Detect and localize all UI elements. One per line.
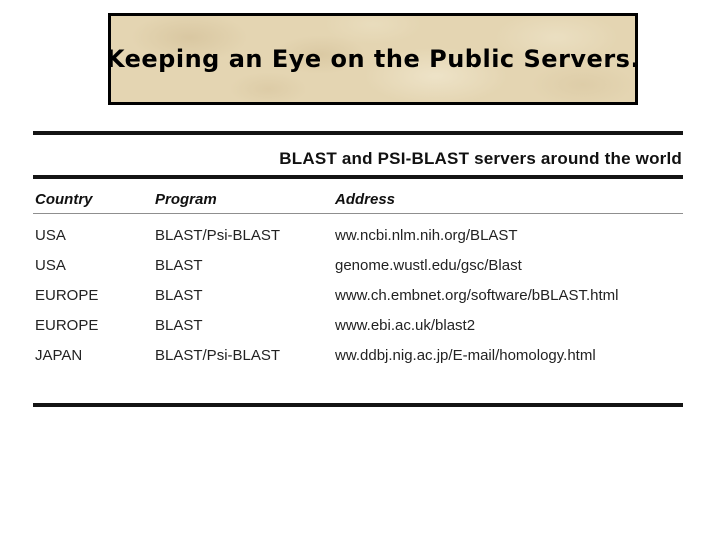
cell-address: www.ebi.ac.uk/blast2 (335, 317, 476, 334)
cell-country: EUROPE (35, 317, 99, 334)
title-box: Keeping an Eye on the Public Servers. (105, 13, 641, 105)
column-header-program: Program (155, 191, 217, 208)
slide-title: Keeping an Eye on the Public Servers. (105, 45, 641, 73)
cell-country: USA (35, 257, 66, 274)
cell-address: www.ch.embnet.org/software/bBLAST.html (335, 287, 619, 304)
table-rule-under-caption (33, 175, 683, 179)
cell-program: BLAST (155, 257, 203, 274)
cell-address: genome.wustl.edu/gsc/Blast (335, 257, 522, 274)
table-rule-top (33, 131, 683, 135)
cell-program: BLAST/Psi-BLAST (155, 347, 281, 364)
cell-address: ww.ddbj.nig.ac.jp/E-mail/homology.html (335, 347, 596, 364)
cell-country: USA (35, 227, 66, 244)
servers-table: BLAST and PSI-BLAST servers around the w… (33, 131, 683, 407)
table-row: USA BLAST/Psi-BLAST ww.ncbi.nlm.nih.org/… (33, 228, 683, 244)
table-header-row: Country Program Address (33, 179, 683, 213)
table-row: USA BLAST genome.wustl.edu/gsc/Blast (33, 258, 683, 274)
table-rule-bottom (33, 403, 683, 407)
table-row: EUROPE BLAST www.ch.embnet.org/software/… (33, 288, 683, 304)
cell-country: EUROPE (35, 287, 99, 304)
table-row: JAPAN BLAST/Psi-BLAST ww.ddbj.nig.ac.jp/… (33, 348, 683, 364)
cell-address: ww.ncbi.nlm.nih.org/BLAST (335, 227, 518, 244)
cell-program: BLAST/Psi-BLAST (155, 227, 281, 244)
cell-program: BLAST (155, 317, 203, 334)
table-row: EUROPE BLAST www.ebi.ac.uk/blast2 (33, 318, 683, 334)
column-header-country: Country (35, 191, 93, 208)
table-rule-under-headers (33, 213, 683, 214)
column-header-address: Address (335, 191, 396, 208)
cell-country: JAPAN (35, 347, 83, 364)
table-caption: BLAST and PSI-BLAST servers around the w… (279, 149, 682, 168)
cell-program: BLAST (155, 287, 203, 304)
